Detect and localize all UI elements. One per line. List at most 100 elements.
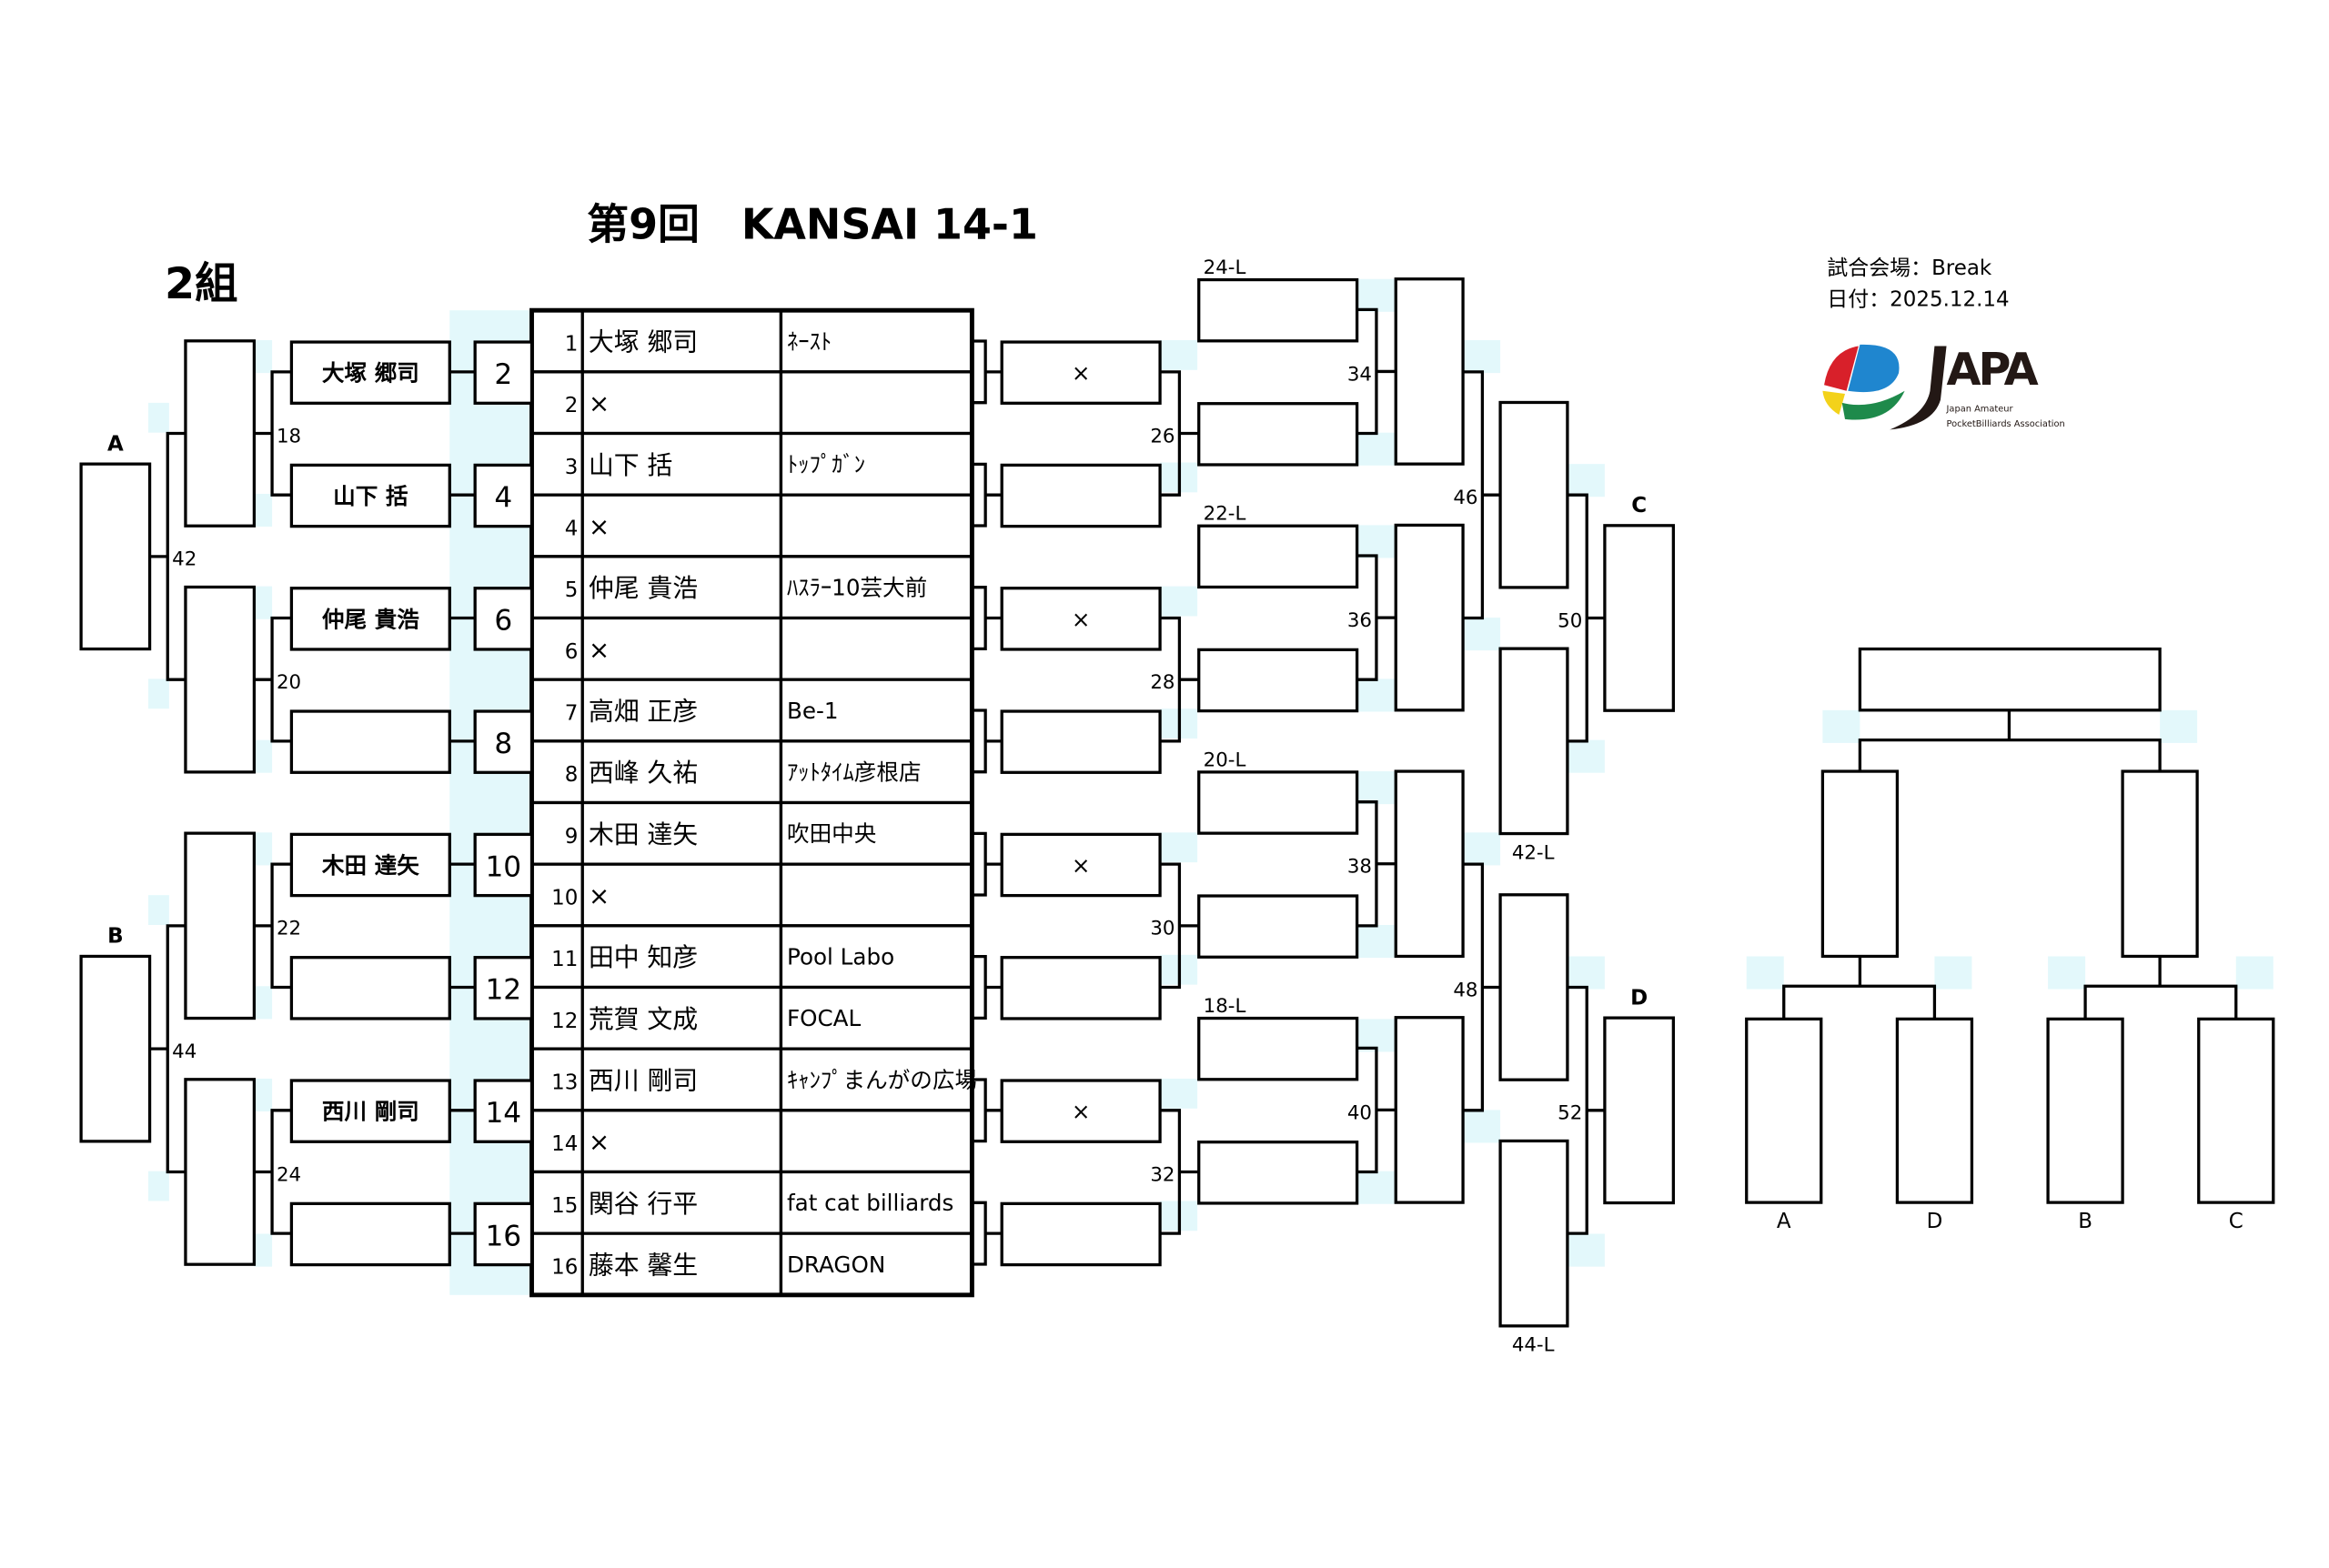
result-box[interactable]: [184, 831, 257, 1020]
final-entry-box[interactable]: [1895, 1017, 1974, 1204]
winner-name: 西川 剛司: [322, 1099, 419, 1125]
seed-number: 15: [551, 1194, 578, 1218]
logo-text: APA: [1947, 343, 2039, 396]
player-club: 吹田中央: [787, 820, 876, 847]
loser-drop-label: 18-L: [1204, 995, 1246, 1018]
player-name: 仲尾 貴浩: [589, 573, 698, 603]
player-club: ｷｬﾝﾌﾟまんがの広場: [787, 1067, 977, 1093]
loser-round2-box[interactable]: [1197, 648, 1359, 713]
match-number: 44: [172, 1040, 197, 1063]
group-result-box[interactable]: [1603, 524, 1675, 712]
club-cell: [779, 1170, 974, 1235]
final-entry-box[interactable]: [1745, 1017, 1823, 1204]
match-number: 6: [494, 605, 512, 638]
semifinal-box[interactable]: [2121, 769, 2199, 959]
club-cell: [779, 493, 974, 558]
player-name: ×: [589, 1127, 610, 1157]
highlight-shade: [1934, 956, 1972, 990]
group-label-c: C: [1631, 494, 1647, 518]
loser-round1-box[interactable]: [1000, 1079, 1162, 1143]
loser-round3-box[interactable]: [1394, 769, 1465, 959]
club-cell: [779, 924, 974, 990]
highlight-shade: [1463, 832, 1501, 866]
final-entry-box[interactable]: [2046, 1017, 2124, 1204]
player-club: ﾊｽﾗｰ10芸大前: [787, 574, 927, 600]
loser-round3-box[interactable]: [1394, 277, 1465, 466]
winner-name-box[interactable]: [289, 1201, 451, 1267]
loser-drop-label: 20-L: [1204, 749, 1246, 771]
semifinal-box[interactable]: [1820, 769, 1900, 959]
loser-drop-box[interactable]: [1197, 277, 1359, 343]
winner-name-box[interactable]: [289, 709, 451, 774]
loser-round1-box[interactable]: [1000, 587, 1162, 651]
loser-drop-box[interactable]: [1498, 1139, 1569, 1328]
group-result-box[interactable]: [1603, 1016, 1675, 1205]
match-number: 14: [486, 1097, 522, 1130]
loser-round1-box[interactable]: [1000, 832, 1162, 898]
player-name: ×: [589, 388, 610, 418]
loser-round1-box[interactable]: [1000, 709, 1162, 774]
loser-round1-box[interactable]: [1000, 463, 1162, 528]
highlight-shade: [1567, 1233, 1605, 1267]
loser-drop-box[interactable]: [1197, 1016, 1359, 1081]
venue-text: 試合会場：Break: [1827, 256, 1992, 280]
logo-swoosh-blue: [1848, 344, 1900, 393]
loser-round1-box[interactable]: [1000, 340, 1162, 405]
name-cell: [580, 616, 783, 681]
highlight-shade: [1356, 771, 1395, 805]
match-number: 40: [1347, 1101, 1372, 1124]
loser-round1-box[interactable]: [1000, 1201, 1162, 1267]
loser-drop-box[interactable]: [1197, 770, 1359, 835]
match-number: 4: [494, 481, 512, 514]
winner-name-box[interactable]: [289, 956, 451, 1020]
loser-round4-box[interactable]: [1498, 893, 1569, 1081]
seed-cell: [529, 862, 584, 928]
logo-subtitle-1: Japan Amateur: [1946, 405, 2014, 415]
winner-name-box[interactable]: [289, 832, 451, 898]
loser-round4-box[interactable]: [1498, 400, 1569, 589]
result-box[interactable]: [184, 339, 257, 528]
player-name: 関谷 行平: [589, 1189, 698, 1219]
match-number: 8: [494, 728, 512, 760]
highlight-shade: [1822, 709, 1860, 743]
champion-box[interactable]: [1858, 647, 2162, 712]
name-cell: [580, 862, 783, 928]
group-label-a: A: [107, 432, 124, 456]
player-club: FOCAL: [787, 1005, 862, 1031]
bracket-line: [1858, 738, 2162, 772]
match-number: 48: [1453, 979, 1477, 1001]
winner-name: 大塚 郷司: [322, 360, 419, 387]
loser-round1-text: ×: [1072, 606, 1091, 632]
match-number-box: [473, 832, 534, 898]
group-result-box[interactable]: [79, 462, 152, 651]
player-name: ×: [589, 511, 610, 541]
loser-round2-box[interactable]: [1197, 894, 1359, 959]
loser-drop-box[interactable]: [1197, 524, 1359, 589]
loser-drop-box[interactable]: [1498, 647, 1569, 836]
group-result-box[interactable]: [79, 954, 152, 1143]
winner-name-box[interactable]: [289, 463, 451, 528]
winner-name-box[interactable]: [289, 340, 451, 405]
match-number: 22: [277, 918, 301, 940]
winner-name-box[interactable]: [289, 1079, 451, 1143]
final-entry-box[interactable]: [2197, 1017, 2275, 1204]
highlight-shade: [1356, 678, 1395, 712]
highlight-shade: [2048, 956, 2086, 990]
winner-name-box[interactable]: [289, 587, 451, 651]
loser-round3-box[interactable]: [1394, 523, 1465, 712]
logo-swoosh-green: [1841, 390, 1905, 420]
match-number: 2: [494, 358, 512, 391]
match-number: 52: [1558, 1102, 1582, 1125]
loser-round3-box[interactable]: [1394, 1016, 1465, 1204]
loser-round1-box[interactable]: [1000, 956, 1162, 1020]
player-club: ｱｯﾄﾀｲﾑ彦根店: [787, 759, 922, 785]
match-number-box: [473, 1079, 534, 1143]
result-box[interactable]: [184, 1078, 257, 1266]
seed-number: 2: [565, 394, 579, 417]
player-name: ×: [589, 635, 610, 665]
loser-round2-box[interactable]: [1197, 402, 1359, 467]
loser-drop-label: 44-L: [1512, 1334, 1555, 1357]
match-number: 16: [486, 1220, 522, 1252]
loser-round2-box[interactable]: [1197, 1141, 1359, 1205]
result-box[interactable]: [184, 585, 257, 774]
